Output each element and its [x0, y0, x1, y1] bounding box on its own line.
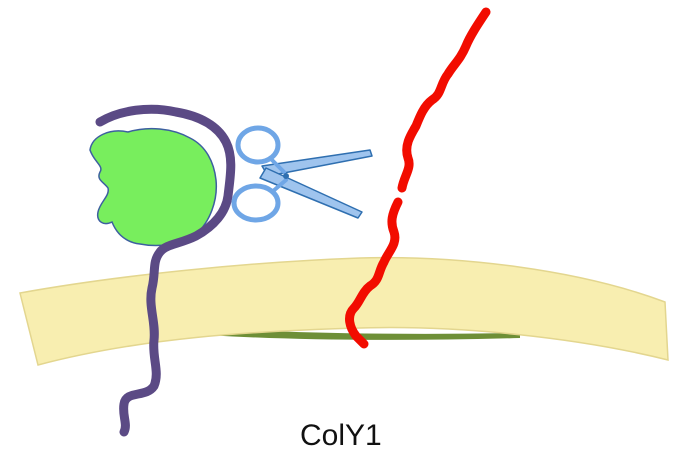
diagram-caption: ColY1	[300, 418, 382, 454]
scissors-icon	[234, 128, 372, 220]
diagram-canvas	[0, 0, 683, 440]
membrane	[20, 258, 668, 365]
green-protein	[90, 129, 216, 246]
red-chain-upper	[402, 12, 486, 188]
